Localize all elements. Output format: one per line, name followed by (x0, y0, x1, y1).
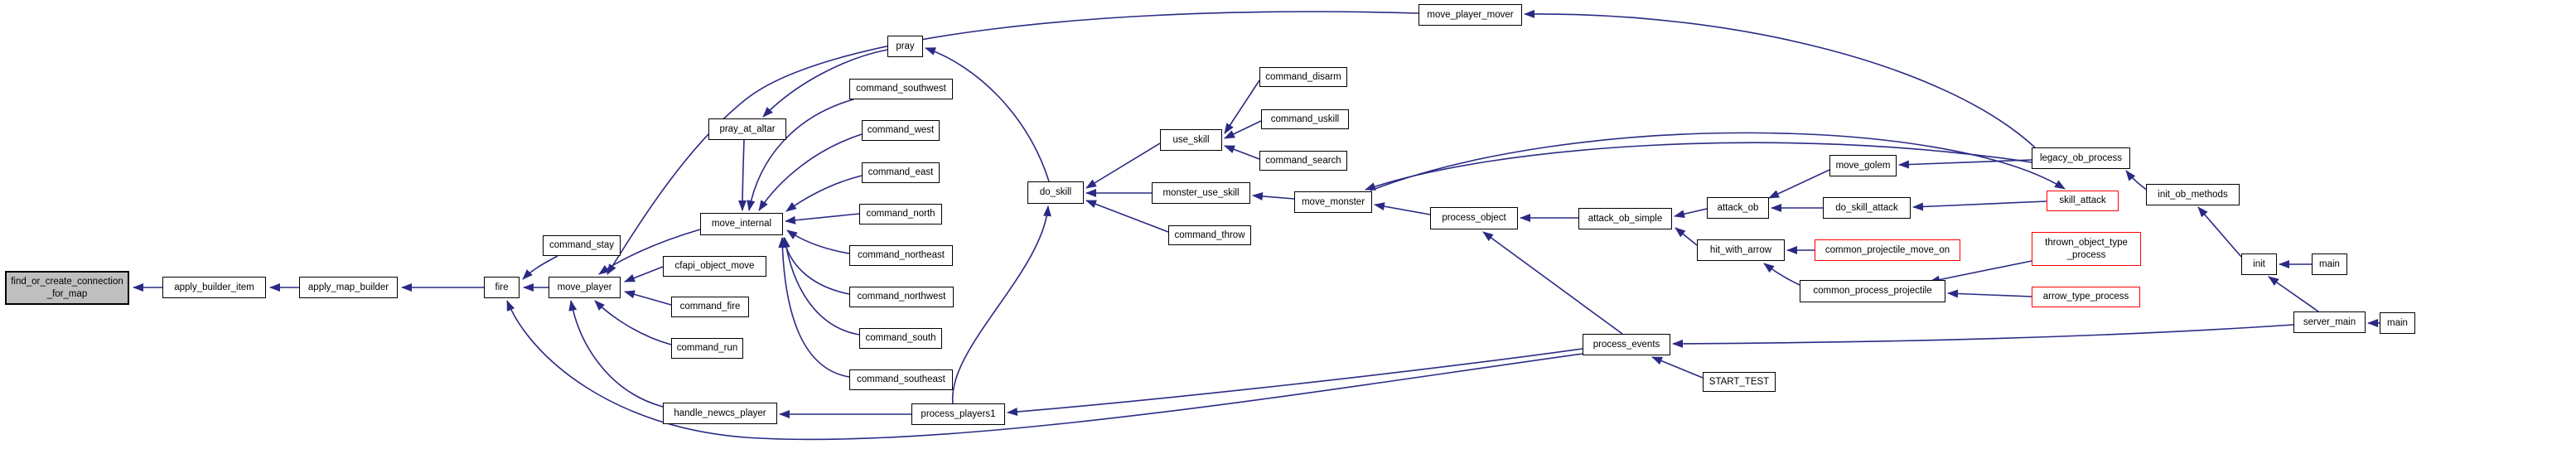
node-command_southwest[interactable]: command_southwest (849, 79, 953, 99)
node-command_run[interactable]: command_run (671, 338, 743, 359)
node-move_player[interactable]: move_player (549, 277, 621, 298)
node-thrown_object_type_process[interactable]: thrown_object_type _process (2032, 232, 2141, 266)
node-handle_newcs_player[interactable]: handle_newcs_player (663, 403, 777, 424)
edge-process_events-calls-process_object (1482, 231, 1623, 335)
node-server_main[interactable]: server_main (2293, 311, 2366, 333)
edge-pray-calls-pray_at_altar (762, 49, 888, 118)
node-command_uskill[interactable]: command_uskill (1261, 109, 1349, 129)
edge-hit_with_arrow-calls-attack_ob_simple (1675, 227, 1698, 246)
node-command_west[interactable]: command_west (862, 120, 940, 141)
node-command_south[interactable]: command_south (859, 328, 942, 349)
edge-command_southeast-calls-move_internal (778, 237, 850, 378)
edge-command_stay-calls-fire (522, 255, 558, 280)
node-attack_ob_simple[interactable]: attack_ob_simple (1578, 208, 1672, 229)
node-apply_builder_item[interactable]: apply_builder_item (162, 277, 266, 298)
edge-process_players1-calls-do_skill (952, 205, 1051, 404)
edge-common_process_projectile-calls-hit_with_arrow (1763, 263, 1800, 286)
node-pray[interactable]: pray (887, 36, 923, 57)
node-process_players1[interactable]: process_players1 (911, 403, 1005, 425)
node-common_process_projectile[interactable]: common_process_projectile (1800, 280, 1945, 302)
node-move_internal[interactable]: move_internal (700, 213, 783, 235)
edge-command_southwest-calls-move_internal (747, 99, 854, 211)
edge-process_events-calls-process_players1 (1007, 348, 1583, 417)
node-command_north[interactable]: command_north (859, 204, 942, 224)
node-do_skill[interactable]: do_skill (1027, 181, 1084, 204)
edge-legacy_ob_process-calls-move_golem (1898, 159, 2032, 169)
node-common_projectile_move_on[interactable]: common_projectile_move_on (1815, 239, 1960, 261)
node-process_events[interactable]: process_events (1583, 334, 1670, 355)
node-find_or_create_connection_for_map: find_or_create_connection _for_map (5, 271, 129, 305)
node-arrow_type_process[interactable]: arrow_type_process (2032, 287, 2140, 307)
node-process_object[interactable]: process_object (1430, 207, 1518, 229)
edge-command_search-calls-use_skill (1224, 145, 1260, 160)
edge-move_monster-calls-skill_attack (1370, 132, 2066, 191)
edge-command_west-calls-move_internal (758, 133, 863, 211)
node-command_southeast[interactable]: command_southeast (849, 369, 953, 390)
node-cfapi_object_move[interactable]: cfapi_object_move (663, 256, 766, 277)
node-use_skill[interactable]: use_skill (1160, 129, 1222, 151)
node-skill_attack[interactable]: skill_attack (2047, 191, 2119, 211)
node-monster_use_skill[interactable]: monster_use_skill (1152, 182, 1250, 204)
node-init_ob_methods[interactable]: init_ob_methods (2146, 184, 2240, 205)
node-command_northwest[interactable]: command_northwest (849, 287, 954, 307)
node-apply_map_builder[interactable]: apply_map_builder (299, 277, 398, 298)
edge-handle_newcs_player-calls-move_player (568, 300, 664, 408)
edge-command_north-calls-move_internal (785, 213, 860, 224)
node-START_TEST[interactable]: START_TEST (1703, 372, 1776, 392)
edge-process_events-calls-fire (506, 300, 1583, 441)
edge-server_main-calls-process_events (1672, 324, 2294, 348)
edge-do_skill-calls-pray (925, 47, 1050, 182)
edge-command_disarm-calls-use_skill (1224, 80, 1260, 134)
node-init[interactable]: init (2241, 253, 2277, 275)
edge-command_fire-calls-move_player (624, 290, 672, 306)
node-command_disarm[interactable]: command_disarm (1259, 67, 1347, 87)
edge-command_throw-calls-do_skill (1085, 200, 1169, 233)
edge-move_internal-calls-move_player (598, 229, 701, 275)
edge-START_TEST-calls-process_events (1651, 356, 1704, 379)
edge-init-calls-init_ob_methods (2197, 206, 2242, 258)
edge-command_northeast-calls-move_internal (786, 229, 850, 254)
node-move_golem[interactable]: move_golem (1829, 155, 1897, 176)
node-command_search[interactable]: command_search (1259, 151, 1347, 171)
node-move_player_mover[interactable]: move_player_mover (1418, 4, 1522, 26)
edge-init_ob_methods-calls-legacy_ob_process (2125, 170, 2148, 191)
edge-thrown_object_type_process-calls-common_process_projectile (1929, 260, 2032, 284)
edge-server_main-calls-init (2268, 276, 2319, 312)
node-attack_ob[interactable]: attack_ob (1707, 197, 1769, 219)
edge-command_northwest-calls-move_internal (781, 237, 850, 295)
edge-move_player_mover-calls-move_player (607, 11, 1419, 275)
node-hit_with_arrow[interactable]: hit_with_arrow (1697, 239, 1785, 261)
edge-pray_at_altar-calls-move_internal (738, 139, 747, 211)
node-fire[interactable]: fire (484, 277, 520, 298)
edge-command_run-calls-move_player (594, 300, 672, 345)
edge-attack_ob-calls-attack_ob_simple (1674, 208, 1708, 219)
edge-process_object-calls-move_monster (1374, 202, 1431, 215)
node-move_monster[interactable]: move_monster (1294, 191, 1372, 213)
edge-move_monster-calls-monster_use_skill (1252, 191, 1295, 200)
node-pray_at_altar[interactable]: pray_at_altar (708, 118, 786, 140)
node-legacy_ob_process[interactable]: legacy_ob_process (2032, 147, 2130, 169)
edge-arrow_type_process-calls-common_process_projectile (1947, 289, 2032, 298)
node-command_fire[interactable]: command_fire (671, 297, 749, 317)
node-main_server[interactable]: main (2380, 312, 2415, 334)
edge-command_south-calls-move_internal (781, 237, 860, 336)
node-command_east[interactable]: command_east (862, 162, 940, 183)
edge-legacy_ob_process-calls-move_monster (1365, 142, 2032, 191)
edge-legacy_ob_process-calls-move_player_mover (1524, 9, 2036, 148)
node-command_stay[interactable]: command_stay (543, 235, 621, 256)
node-main_init[interactable]: main (2312, 253, 2347, 275)
edge-move_golem-calls-attack_ob (1768, 169, 1830, 199)
node-command_throw[interactable]: command_throw (1168, 225, 1251, 245)
edge-skill_attack-calls-do_skill_attack (1912, 200, 2047, 211)
node-command_northeast[interactable]: command_northeast (849, 245, 953, 266)
edge-use_skill-calls-do_skill (1085, 142, 1161, 189)
edge-command_east-calls-move_internal (785, 175, 863, 212)
node-do_skill_attack[interactable]: do_skill_attack (1823, 197, 1911, 219)
edge-command_uskill-calls-use_skill (1224, 120, 1262, 139)
edge-cfapi_object_move-calls-move_player (624, 266, 664, 282)
